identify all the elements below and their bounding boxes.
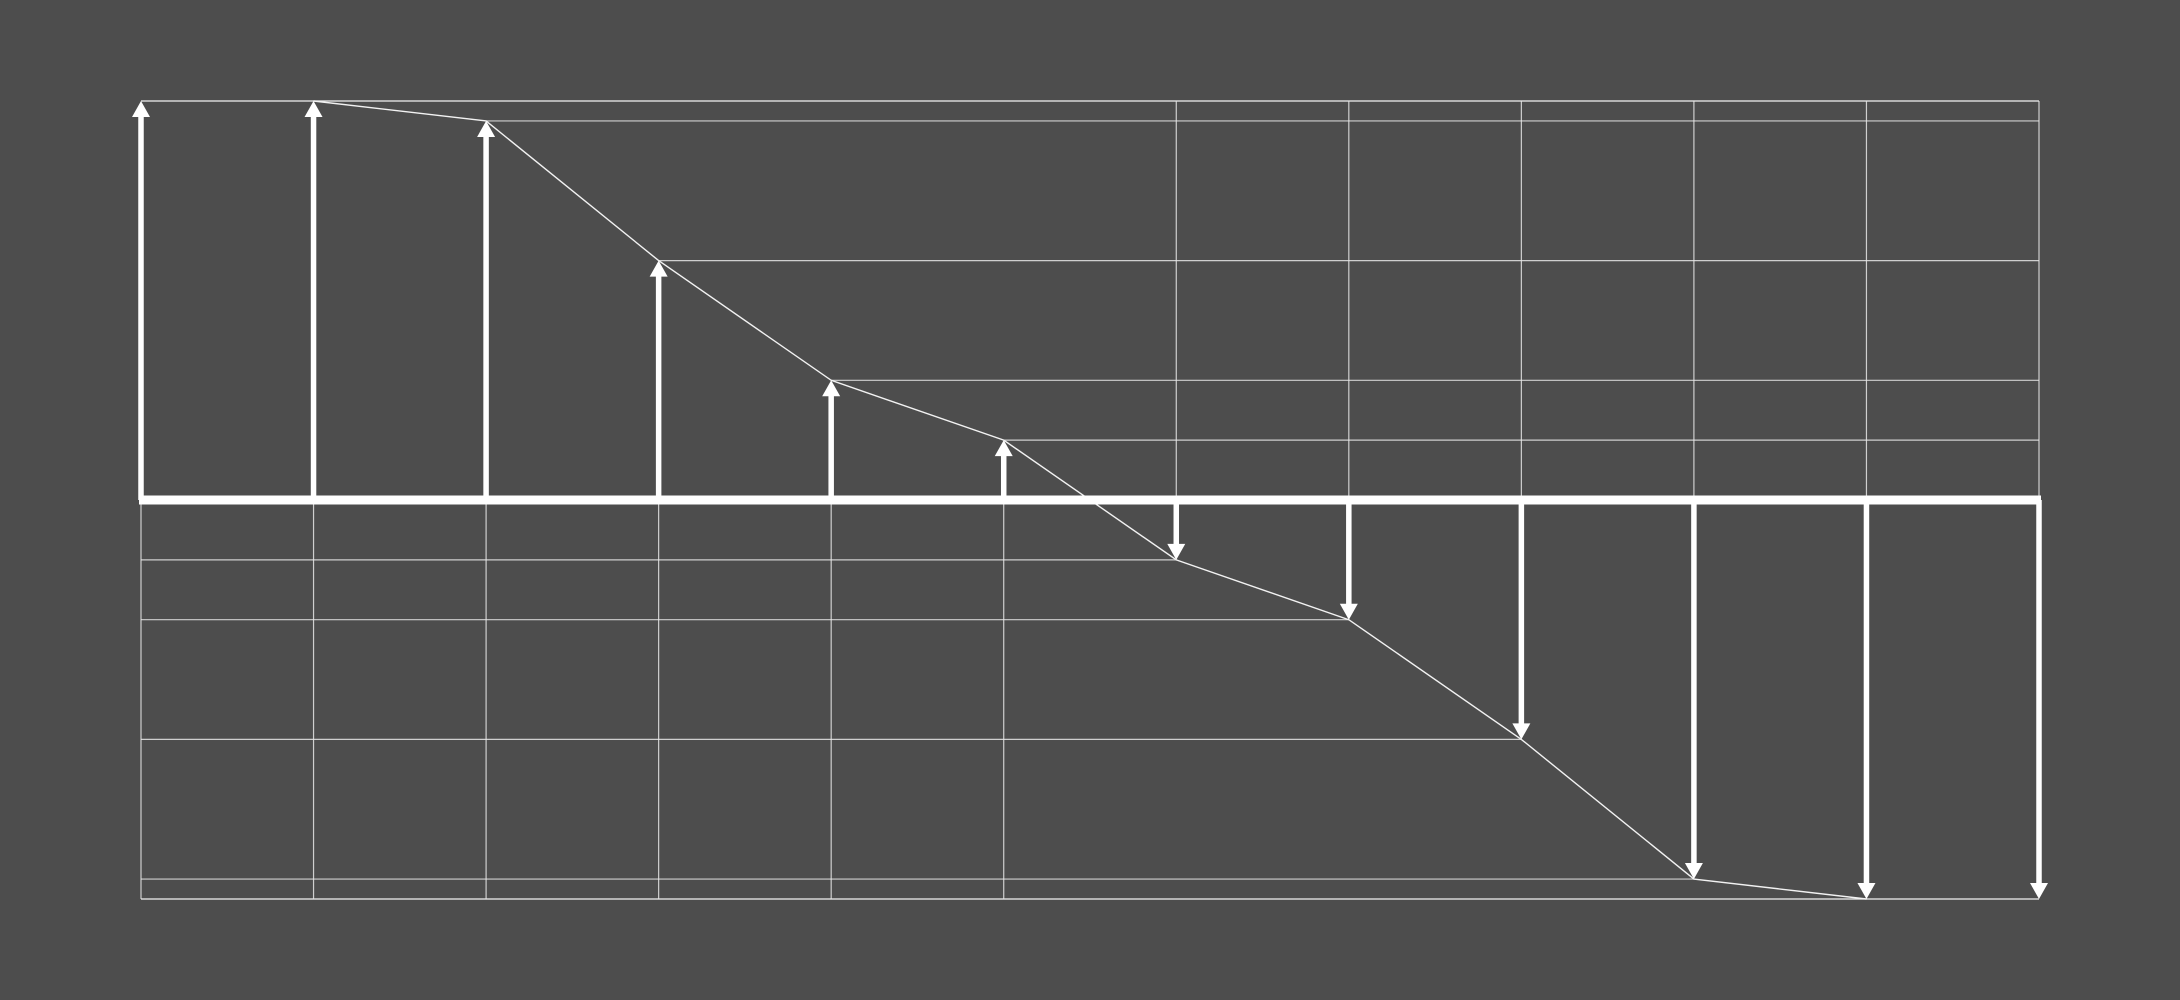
stem-arrowhead-down [1857, 883, 1876, 899]
stem-11 [2030, 500, 2048, 899]
stem-arrowhead-down [1684, 863, 1703, 880]
stem-2 [477, 120, 496, 500]
stem-arrowhead-up [649, 260, 668, 277]
stem-8 [1512, 500, 1531, 740]
grid-layer [140, 100, 2040, 900]
stem-arrowhead-up [477, 120, 496, 137]
stem-1 [304, 101, 323, 500]
stem-arrowhead-down [1167, 543, 1186, 560]
stem-arrowhead-down [2030, 883, 2048, 899]
stem-arrowhead-down [1512, 723, 1531, 740]
stem-7 [1339, 500, 1358, 620]
stem-0 [132, 101, 150, 500]
stem-arrowhead-up [822, 380, 841, 397]
stem-arrowhead-up [994, 440, 1013, 457]
stem-10 [1857, 500, 1876, 899]
stem-6 [1167, 500, 1186, 560]
stem-arrowhead-down [1339, 603, 1358, 620]
stem-5 [994, 440, 1013, 500]
stem-arrowhead-up [132, 101, 150, 117]
stems-layer [132, 101, 2048, 899]
stem-3 [649, 260, 668, 500]
stem-9 [1684, 500, 1703, 880]
stem-arrowhead-up [304, 101, 323, 117]
stem-4 [822, 380, 841, 500]
